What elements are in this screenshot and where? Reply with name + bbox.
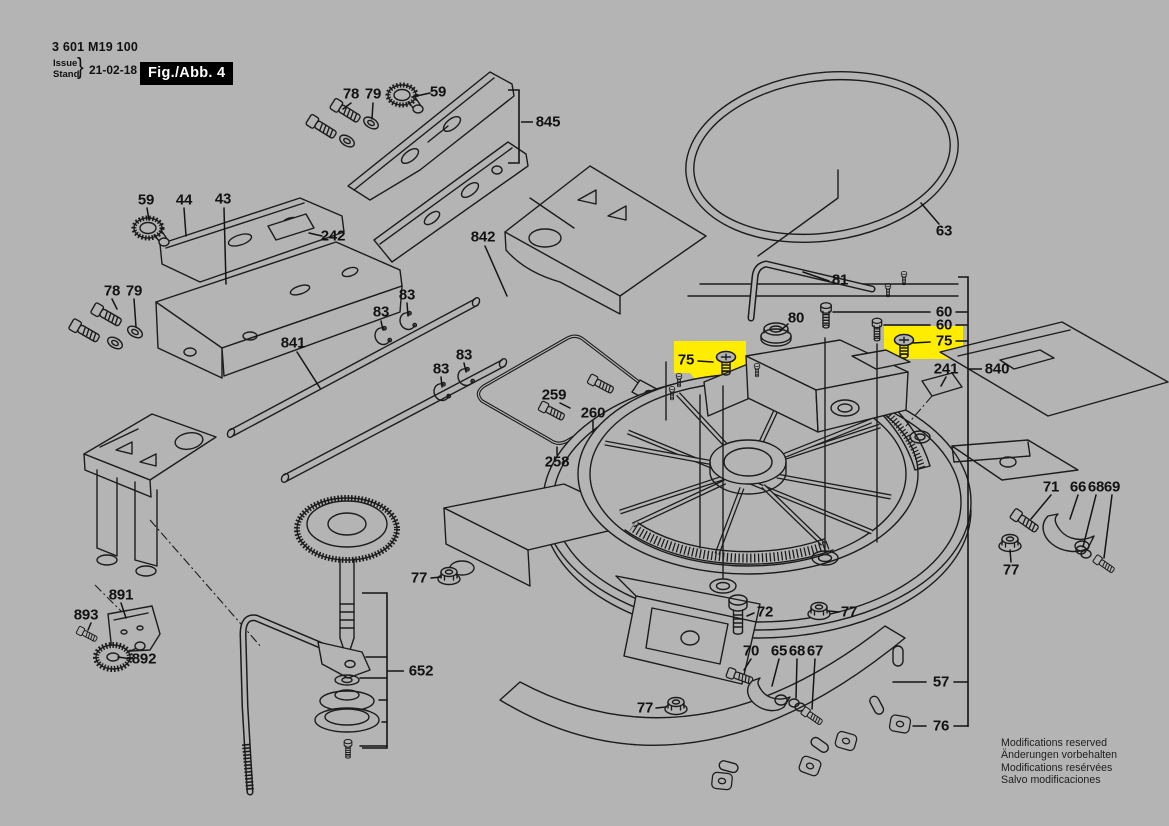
part-label-80: 80 xyxy=(787,309,805,327)
part-label-43: 43 xyxy=(214,190,232,208)
notice-line-de: Änderungen vorbehalten xyxy=(1001,749,1118,762)
right-clamp xyxy=(998,507,1117,575)
clamp-housing-top xyxy=(665,271,963,579)
part-label-892: 892 xyxy=(131,650,157,668)
part-label-78: 78 xyxy=(342,85,360,103)
part-label-83: 83 xyxy=(455,346,473,364)
part-label-66: 66 xyxy=(1069,478,1087,496)
part-label-77: 77 xyxy=(840,603,858,621)
part-label-83: 83 xyxy=(432,360,450,378)
part-label-75: 75 xyxy=(935,332,953,350)
part-label-79: 79 xyxy=(364,85,382,103)
part-label-77: 77 xyxy=(636,699,654,717)
part-label-840: 840 xyxy=(984,360,1010,378)
rods-841 xyxy=(226,296,508,484)
clamp-rod-652 xyxy=(239,495,400,796)
part-label-71: 71 xyxy=(1042,478,1060,496)
fence-assembly-left xyxy=(67,197,403,379)
part-label-69: 69 xyxy=(1103,478,1121,496)
part-label-65: 65 xyxy=(770,642,788,660)
part-label-83: 83 xyxy=(372,303,390,321)
part-label-77: 77 xyxy=(1002,561,1020,579)
part-label-242: 242 xyxy=(320,227,346,245)
ring-63 xyxy=(685,70,959,257)
part-label-79: 79 xyxy=(125,282,143,300)
part-label-260: 260 xyxy=(580,404,606,422)
modifications-notice: Modifications reserved Änderungen vorbeh… xyxy=(1001,737,1117,787)
table-insert-842 xyxy=(504,165,707,315)
part-label-77: 77 xyxy=(410,569,428,587)
part-label-68: 68 xyxy=(788,642,806,660)
notice-line-en: Modifications reserved xyxy=(1001,737,1107,749)
notice-line-fr: Modifications resérvées xyxy=(1001,761,1113,774)
part-label-44: 44 xyxy=(175,191,193,209)
part-label-241: 241 xyxy=(933,360,959,378)
part-label-72: 72 xyxy=(756,603,774,621)
part-label-842: 842 xyxy=(470,228,496,246)
part-label-60: 60 xyxy=(935,303,953,321)
part-label-68: 68 xyxy=(1087,478,1105,496)
part-label-78: 78 xyxy=(103,282,121,300)
allen-key-81 xyxy=(747,260,876,322)
part-label-60: 60 xyxy=(935,316,953,334)
catalog-number: 3 601 M19 100 xyxy=(52,40,138,54)
part-label-67: 67 xyxy=(806,642,824,660)
issue-stand-label: Issue Stand xyxy=(53,58,80,80)
part-label-57: 57 xyxy=(932,673,950,691)
part-label-83: 83 xyxy=(398,286,416,304)
bottom-hardware xyxy=(437,566,831,727)
part-label-652: 652 xyxy=(408,662,434,680)
leader-lines xyxy=(87,89,1113,749)
part-label-841: 841 xyxy=(280,334,306,352)
part-label-59: 59 xyxy=(429,83,447,101)
part-label-893: 893 xyxy=(73,606,99,624)
part-label-70: 70 xyxy=(742,642,760,660)
arc-segment-57 xyxy=(499,625,912,791)
part-label-891: 891 xyxy=(108,586,134,604)
figure-title: Fig./Abb. 4 xyxy=(140,62,234,85)
notice-line-es: Salvo modificaciones xyxy=(1001,774,1101,787)
fence-assembly-top xyxy=(304,71,529,263)
part-label-845: 845 xyxy=(535,113,561,131)
part-label-258: 258 xyxy=(544,453,570,471)
part-label-63: 63 xyxy=(935,222,953,240)
issue-brace: } xyxy=(77,54,84,80)
left-extension-table xyxy=(75,413,263,672)
part-label-59: 59 xyxy=(137,191,155,209)
issue-date: 21-02-18 xyxy=(89,63,138,77)
part-label-259: 259 xyxy=(541,386,567,404)
part-label-75: 75 xyxy=(677,351,695,369)
part-label-81: 81 xyxy=(831,271,849,289)
front-lock-housing xyxy=(615,575,761,685)
part-label-76: 76 xyxy=(932,717,950,735)
